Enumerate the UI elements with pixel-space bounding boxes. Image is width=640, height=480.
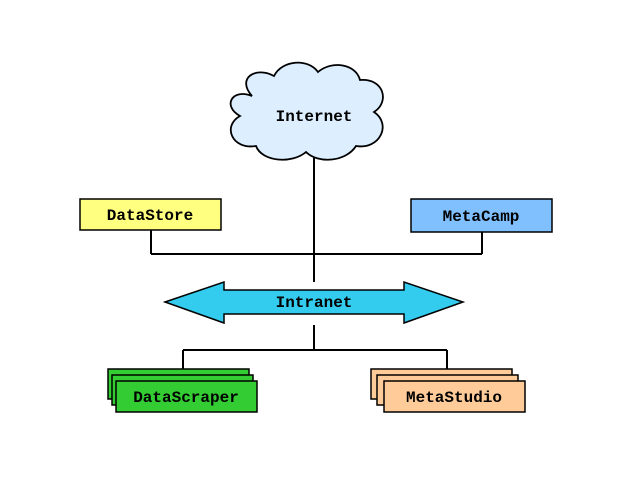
- metastudio-box-front: [383, 380, 526, 413]
- metastudio-label: MetaStudio: [406, 389, 502, 407]
- metacamp-label: MetaCamp: [443, 208, 520, 226]
- datastore-label: DataStore: [107, 207, 193, 225]
- datascraper-label: DataScraper: [133, 389, 239, 407]
- intranet-arrow-shape: [162, 280, 466, 325]
- internet-cloud: Internet: [229, 61, 384, 161]
- datascraper-stack: DataScraper: [107, 368, 258, 413]
- intranet-label: Intranet: [276, 294, 353, 312]
- metacamp-box: [410, 198, 553, 233]
- connector-lines: [150, 158, 483, 369]
- intranet-arrow: Intranet: [162, 280, 466, 325]
- cloud-shape: [229, 61, 384, 161]
- metastudio-stack: MetaStudio: [370, 368, 526, 413]
- datascraper-box-front: [115, 380, 258, 413]
- datastore-node: DataStore: [79, 198, 222, 231]
- metacamp-node: MetaCamp: [410, 198, 553, 233]
- datastore-box: [79, 198, 222, 231]
- internet-label: Internet: [276, 108, 353, 126]
